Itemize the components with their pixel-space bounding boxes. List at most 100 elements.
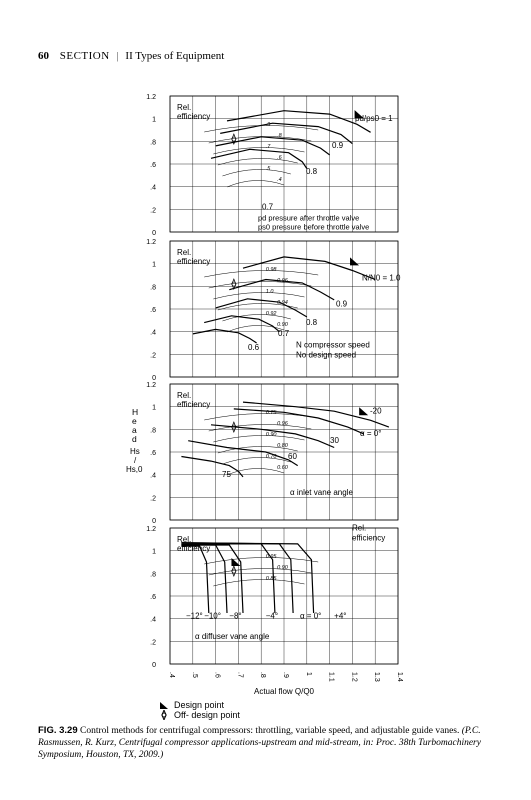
y-tick-label: 1.2: [146, 239, 156, 246]
y-axis-head-letter: H: [132, 407, 138, 417]
page-header: 60 SECTION | II Types of Equipment: [38, 50, 224, 62]
caption-citation: (P.C. Rasmussen, R. Kurz, Centrifugal co…: [38, 726, 481, 760]
y-axis-ratio-top: Hs: [130, 447, 140, 456]
efficiency-label: 1.0: [266, 289, 275, 295]
series-end-label: 75: [222, 470, 231, 479]
series-end-label: 0.7: [278, 329, 290, 338]
series-end-label: -20: [370, 406, 382, 415]
efficiency-contour: [204, 557, 319, 565]
efficiency-label: 0.90: [277, 565, 289, 571]
y-tick-label: .4: [150, 617, 156, 624]
y-tick-label: .4: [150, 330, 156, 337]
offdesign-point-icon: [161, 710, 167, 720]
y-tick-label: .2: [150, 352, 156, 359]
x-tick-label: .4: [168, 672, 175, 678]
efficiency-label: 0.94: [277, 300, 288, 306]
figure-caption: FIG. 3.29 Control methods for centrifuga…: [38, 725, 494, 761]
efficiency-contour: [226, 325, 285, 333]
section-title: II Types of Equipment: [125, 50, 225, 62]
rel-efficiency-label: Rel.: [177, 391, 191, 400]
rel-efficiency-label: Rel.: [177, 535, 191, 544]
x-tick-label: .6: [214, 672, 221, 678]
offdesign-point-marker: [231, 565, 237, 578]
series-line-0.8: [215, 136, 330, 156]
x-tick-label: .8: [259, 672, 266, 678]
design-point-marker: [359, 407, 369, 416]
efficiency-contour: [222, 169, 291, 177]
x-tick-label: .9: [282, 672, 289, 678]
offdesign-point-circle: [231, 568, 237, 574]
chart-note: ps0 pressure before throttle valve: [258, 223, 369, 232]
efficiency-label: 0.96: [277, 278, 289, 284]
rel-efficiency-label: Rel.: [177, 248, 191, 257]
rel-efficiency-label: efficiency: [177, 544, 210, 553]
y-tick-label: .2: [150, 639, 156, 646]
legend: Design point Off- design point: [158, 700, 240, 720]
series-line-1: [226, 110, 371, 133]
design-point-marker: [350, 257, 360, 266]
efficiency-contour: [204, 125, 319, 133]
efficiency-label: .9: [266, 122, 271, 128]
series-end-label: 0.6: [248, 343, 260, 352]
efficiency-label: .5: [266, 166, 272, 172]
series-end-label: 30: [330, 436, 339, 445]
series-end-label: 0.8: [306, 318, 318, 327]
x-tick-label: 1: [305, 672, 312, 676]
y-tick-label: 1.2: [146, 526, 156, 533]
rel-efficiency-label: efficiency: [177, 112, 210, 121]
y-tick-label: 0: [152, 662, 156, 669]
series-line-0.9: [220, 122, 353, 145]
efficiency-label: .8: [277, 133, 283, 139]
efficiency-label: 0.80: [277, 443, 289, 449]
efficiency-contour: [217, 303, 298, 311]
efficiency-label: 0.85: [266, 576, 278, 582]
diffuser-angle-label: +4°: [334, 612, 346, 621]
efficiency-contour: [208, 136, 312, 144]
y-tick-label: .8: [150, 139, 156, 146]
efficiency-contour: [213, 292, 305, 300]
efficiency-label: 0.92: [266, 311, 277, 317]
caption-label: FIG. 3.29: [38, 725, 78, 736]
efficiency-label: 0.90: [266, 432, 278, 438]
diffuser-angle-label: −8°: [229, 612, 241, 621]
x-tick-label: 1.2: [350, 672, 357, 682]
y-axis-head-letter: a: [132, 425, 137, 435]
legend-offdesign: Off- design point: [158, 710, 240, 720]
efficiency-contour: [226, 180, 285, 188]
chart-note: N compressor speed: [296, 341, 370, 350]
x-tick-label: .7: [236, 672, 243, 678]
efficiency-label: .4: [277, 177, 282, 183]
y-tick-label: .6: [150, 594, 156, 601]
x-tick-label: 1.4: [396, 672, 403, 682]
efficiency-label: 0.60: [277, 465, 289, 471]
alpha-main-label: α = 0°: [360, 429, 381, 438]
y-axis-head-letter: d: [132, 434, 137, 444]
series-line-0.8: [215, 298, 308, 318]
y-tick-label: 1: [152, 262, 156, 269]
x-tick-label: 1.3: [373, 672, 380, 682]
series-end-label: 0.9: [336, 300, 348, 309]
y-tick-label: 0: [152, 518, 156, 525]
y-tick-label: .6: [150, 450, 156, 457]
diffuser-angle-label: α = 0°: [300, 612, 321, 621]
series-line-0.7: [210, 148, 308, 169]
series-line--12: [181, 545, 210, 614]
legend-offdesign-label: Off- design point: [174, 710, 240, 720]
y-tick-label: 1: [152, 405, 156, 412]
efficiency-label: 0.98: [266, 267, 278, 273]
efficiency-label: .7: [266, 144, 272, 150]
efficiency-label: 0.75: [266, 410, 278, 416]
x-axis-label: Actual flow Q/Q0: [254, 687, 315, 696]
diffuser-angle-label: −4°: [266, 612, 278, 621]
series-end-label: 0.7: [262, 202, 274, 211]
efficiency-contour: [213, 147, 305, 155]
efficiency-contour: [208, 424, 312, 432]
chart-note: No design speed: [296, 351, 356, 360]
y-tick-label: 0: [152, 375, 156, 382]
speed-main-label: N/N0 = 1.0: [362, 274, 401, 283]
series-line--20: [242, 401, 390, 428]
efficiency-label: 0.95: [266, 554, 278, 560]
chart-note: pd pressure after throttle valve: [258, 214, 359, 223]
legend-design-label: Design point: [174, 700, 225, 710]
y-tick-label: .8: [150, 427, 156, 434]
